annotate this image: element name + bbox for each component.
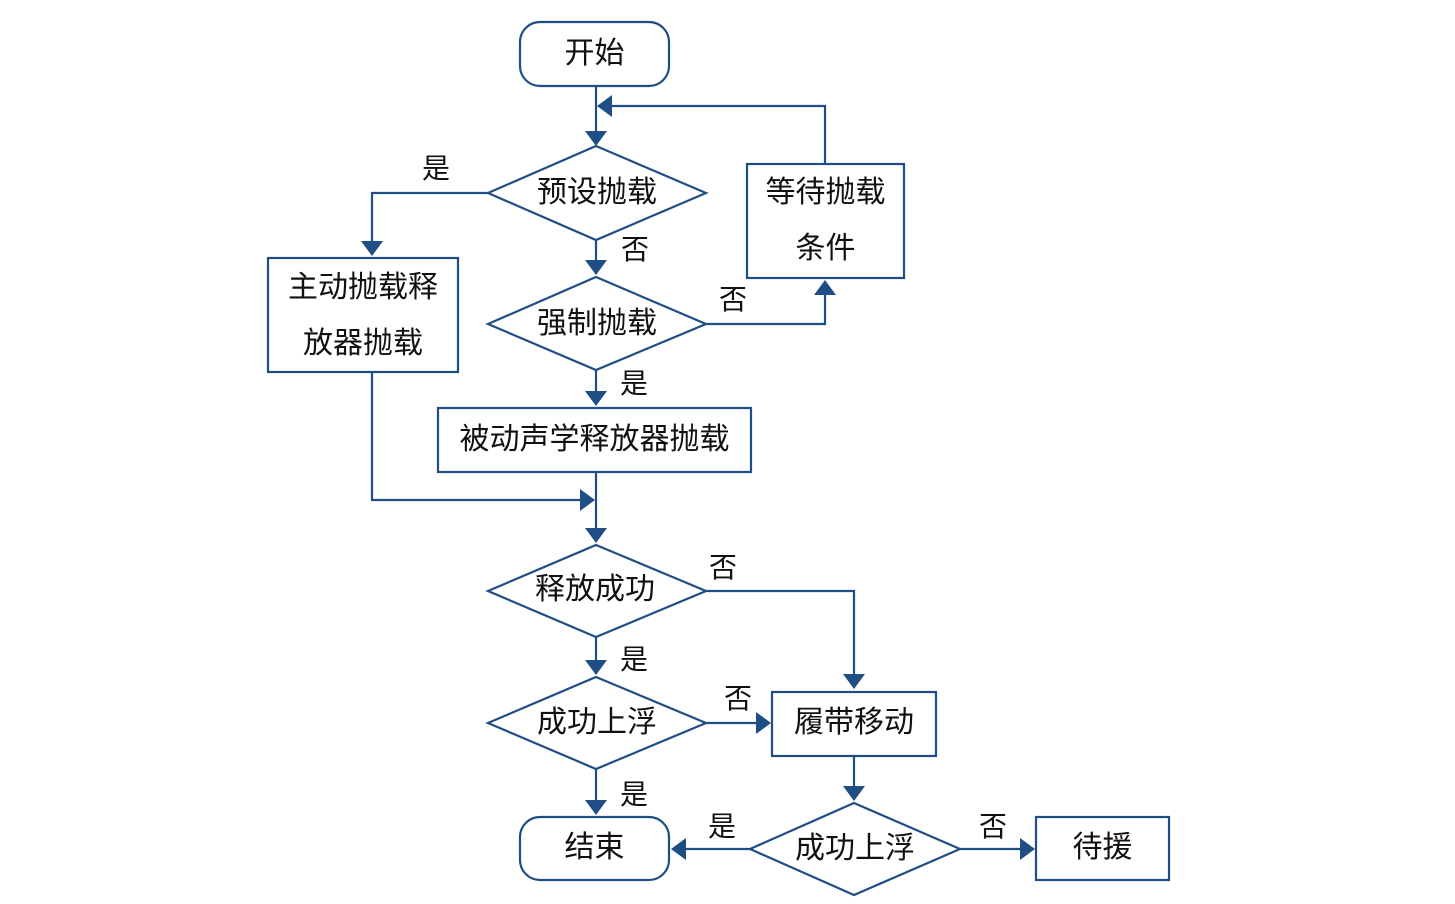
active-release-label-line1: 主动抛载释 bbox=[288, 270, 438, 305]
edge-label-forced-yes: 是 bbox=[620, 367, 649, 400]
edge-label-float2-no: 否 bbox=[979, 810, 1008, 843]
await-rescue-box bbox=[1034, 815, 1171, 882]
edge-label-float1-no: 否 bbox=[724, 682, 753, 715]
active-release-label-line2: 放器抛载 bbox=[303, 326, 423, 361]
active-release-box bbox=[266, 256, 460, 374]
passive-release-label: 被动声学释放器抛载 bbox=[459, 422, 730, 457]
await-rescue-label: 待援 bbox=[1072, 830, 1133, 865]
edge-label-preset-yes: 是 bbox=[422, 152, 451, 185]
start-label: 开始 bbox=[564, 36, 625, 71]
wait-condition-box bbox=[745, 162, 906, 280]
float-up-decision-1 bbox=[485, 675, 709, 771]
float-up-label-1: 成功上浮 bbox=[537, 705, 657, 740]
preset-release-label: 预设抛载 bbox=[537, 175, 657, 210]
arrowhead bbox=[361, 241, 383, 256]
arrowhead bbox=[671, 838, 686, 860]
arrowhead bbox=[597, 95, 612, 117]
arrowhead bbox=[585, 660, 607, 675]
forced-release-label: 强制抛载 bbox=[537, 306, 657, 341]
forced-release-decision bbox=[485, 275, 709, 372]
release-success-label: 释放成功 bbox=[535, 572, 655, 607]
passive-release-box bbox=[436, 406, 753, 474]
edge-label-release-yes: 是 bbox=[620, 643, 649, 676]
end-label: 结束 bbox=[564, 830, 625, 865]
end-terminal bbox=[518, 815, 671, 882]
start-terminal bbox=[518, 20, 671, 88]
edge-preset-yes-to-active bbox=[370, 191, 488, 243]
edge-label-float2-yes: 是 bbox=[708, 810, 737, 843]
wait-condition-label-line2: 条件 bbox=[795, 231, 856, 266]
edge-label-forced-no: 否 bbox=[719, 283, 748, 316]
float-up-decision-2 bbox=[747, 801, 963, 897]
arrowhead bbox=[756, 712, 771, 734]
arrowhead bbox=[1020, 838, 1035, 860]
arrowhead bbox=[843, 786, 865, 801]
edge-forced-no-to-wait bbox=[706, 293, 827, 326]
arrowhead bbox=[585, 528, 607, 543]
preset-release-decision bbox=[485, 144, 709, 242]
release-success-decision bbox=[485, 543, 709, 639]
arrowhead bbox=[814, 280, 836, 295]
edge-label-release-no: 否 bbox=[709, 551, 738, 584]
arrowhead bbox=[585, 131, 607, 146]
wait-condition-label-line1: 等待抛载 bbox=[765, 175, 886, 210]
arrowhead bbox=[585, 800, 607, 815]
edge-label-preset-no: 否 bbox=[621, 233, 650, 266]
edge-active-to-merge bbox=[370, 372, 581, 502]
arrowhead bbox=[585, 391, 607, 406]
track-move-label: 履带移动 bbox=[794, 705, 914, 740]
arrowhead bbox=[580, 489, 595, 511]
arrowhead bbox=[585, 260, 607, 275]
track-move-box bbox=[770, 690, 938, 758]
arrowhead bbox=[843, 674, 865, 689]
edge-release-no-to-track bbox=[706, 589, 856, 676]
float-up-label-2: 成功上浮 bbox=[795, 831, 915, 866]
edge-wait-loop-back bbox=[611, 104, 827, 164]
edge-label-float1-yes: 是 bbox=[620, 778, 649, 811]
